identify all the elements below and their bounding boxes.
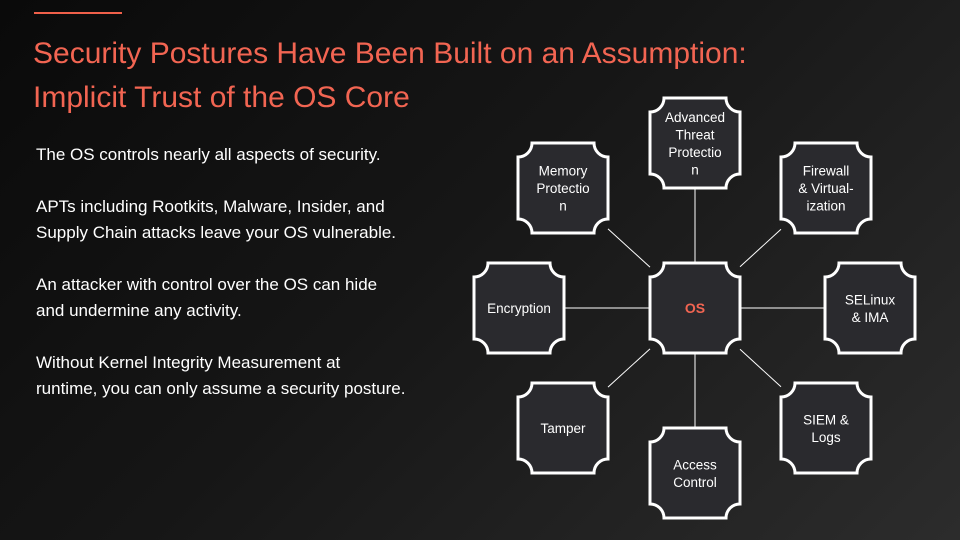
node-apt-shape	[648, 96, 742, 190]
node-encryption-shape	[472, 261, 566, 355]
connector-memory	[607, 228, 651, 268]
node-tamper-shape	[516, 381, 610, 475]
os-node-label-line: OS	[685, 300, 705, 316]
paragraph-kernel-integrity: Without Kernel Integrity Measurement at …	[36, 353, 406, 398]
node-selinux-label-line: SELinux	[845, 292, 896, 307]
os-node-shape	[648, 261, 742, 355]
node-tamper-label-line: Tamper	[540, 421, 586, 436]
paragraph-os-controls: The OS controls nearly all aspects of se…	[36, 145, 381, 164]
node-firewall-label-line: Firewall	[803, 164, 850, 179]
node-access-shape	[648, 426, 742, 520]
node-encryption-label-line: Encryption	[487, 301, 551, 316]
connector-siem	[739, 348, 782, 388]
node-selinux: SELinux & IMA	[823, 261, 917, 355]
body-text: The OS controls nearly all aspects of se…	[36, 142, 406, 428]
connector-firewall	[739, 228, 782, 268]
node-siem-label-line: Logs	[811, 430, 841, 445]
node-memory-label-line: n	[559, 199, 567, 214]
node-apt-label-line: Advanced	[665, 110, 725, 125]
node-firewall-label-line: & Virtual-	[798, 181, 853, 196]
node-firewall: Firewall & Virtual-ization	[779, 141, 873, 235]
node-access-label-line: Control	[673, 475, 717, 490]
title-line-2: Implicit Trust of the OS Core	[33, 81, 410, 114]
title-accent-line	[34, 12, 122, 14]
node-firewall-shape	[779, 141, 873, 235]
connector-tamper	[607, 348, 651, 388]
node-tamper: Tamper	[516, 381, 610, 475]
slide-title: Security Postures Have Been Built on an …	[33, 32, 933, 120]
node-siem: SIEM & Logs	[779, 381, 873, 475]
node-memory-label-line: Memory	[539, 164, 588, 179]
node-access-label-line: Access	[673, 457, 717, 472]
node-encryption: Encryption	[472, 261, 566, 355]
node-selinux-shape	[823, 261, 917, 355]
node-apt-label-line: Threat	[675, 127, 714, 142]
node-selinux-label-line: & IMA	[852, 310, 889, 325]
node-memory-shape	[516, 141, 610, 235]
node-siem-shape	[779, 381, 873, 475]
os-node: OS	[648, 261, 742, 355]
node-siem-label-line: SIEM &	[803, 412, 849, 427]
paragraph-attacker: An attacker with control over the OS can…	[36, 275, 378, 320]
paragraph-apts: APTs including Rootkits, Malware, Inside…	[36, 197, 397, 242]
node-memory-label-line: Protectio	[536, 181, 589, 196]
node-apt-label-line: Protectio	[668, 145, 721, 160]
node-apt-label-line: n	[691, 162, 699, 177]
title-line-1: Security Postures Have Been Built on an …	[33, 37, 747, 70]
node-firewall-label-line: ization	[806, 199, 845, 214]
